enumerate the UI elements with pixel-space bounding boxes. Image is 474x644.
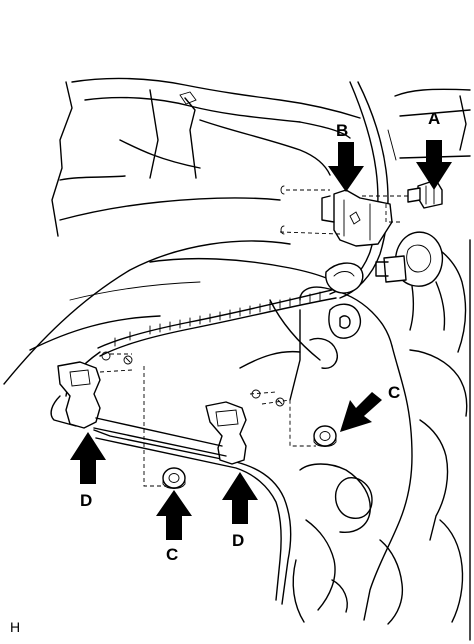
assembly-guide-lines [99,189,408,487]
bracket-d [57,361,247,465]
nut-icon-lower [162,467,186,489]
mounting-holes [101,185,285,407]
steering-knuckle [289,239,471,641]
callout-label-d-left: D [80,491,92,510]
hub-bolt-assembly [375,231,446,331]
callout-label-c-lower: C [166,545,178,564]
arrow-icon-b [328,142,364,192]
bracket-b [321,189,393,247]
figure-code: H [10,619,20,635]
arrow-icon-c-lower [156,490,192,540]
callout-label-b: B [336,121,348,140]
arrow-icon-c-upper [340,392,382,432]
wire-clamp-hub [325,262,364,294]
arrow-icon-d-left [70,432,106,484]
callout-label-c-upper: C [388,383,400,402]
callout-label-d-right: D [232,531,244,550]
nut-icon-upper [313,425,337,447]
callout-label-a: A [428,109,440,128]
arrow-icon-a [416,140,452,190]
body-panel-outline [3,77,471,385]
sensor-wire-harness [50,81,389,605]
arrow-icon-d-right [222,472,258,524]
